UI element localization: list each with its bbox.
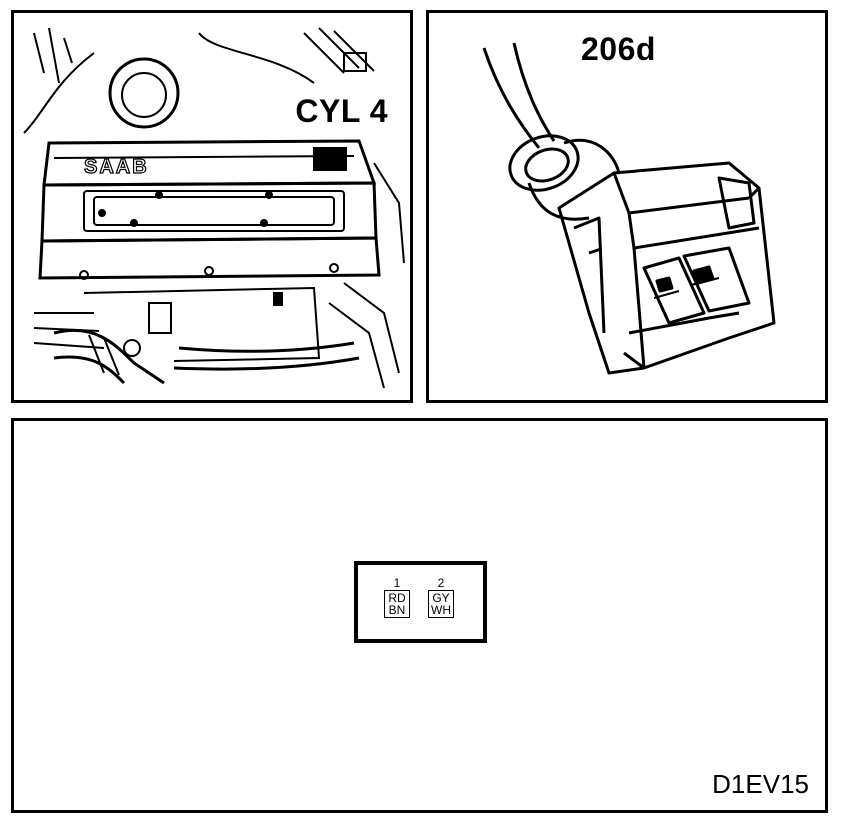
connector-pinout-box: 1 RD BN 2 GY WH (354, 561, 487, 643)
engine-view-panel: SAAB CYL 4 (11, 10, 413, 403)
connector-view-panel: 206d (426, 10, 828, 403)
pin-color-line1: GY (432, 591, 450, 605)
pin-number: 2 (437, 576, 445, 590)
pin-color-line2: BN (388, 603, 406, 617)
connector-illustration (482, 42, 776, 375)
engine-illustration: SAAB (23, 27, 405, 389)
cylinder-label: CYL 4 (295, 93, 388, 129)
pin-number: 1 (393, 576, 401, 590)
pin-1: 1 RD BN (384, 577, 410, 618)
pin-wire-color: GY WH (428, 590, 454, 618)
diagram-code: D1EV15 (712, 769, 809, 799)
pinout-panel: 1 RD BN 2 GY WH D1EV15 (11, 418, 828, 813)
pin-color-line2: WH (431, 603, 451, 617)
saab-logo: SAAB (84, 156, 149, 178)
pin-2: 2 GY WH (428, 577, 454, 618)
connector-id-label: 206d (581, 31, 656, 67)
pin-wire-color: RD BN (384, 590, 410, 618)
pin-color-line1: RD (388, 591, 406, 605)
